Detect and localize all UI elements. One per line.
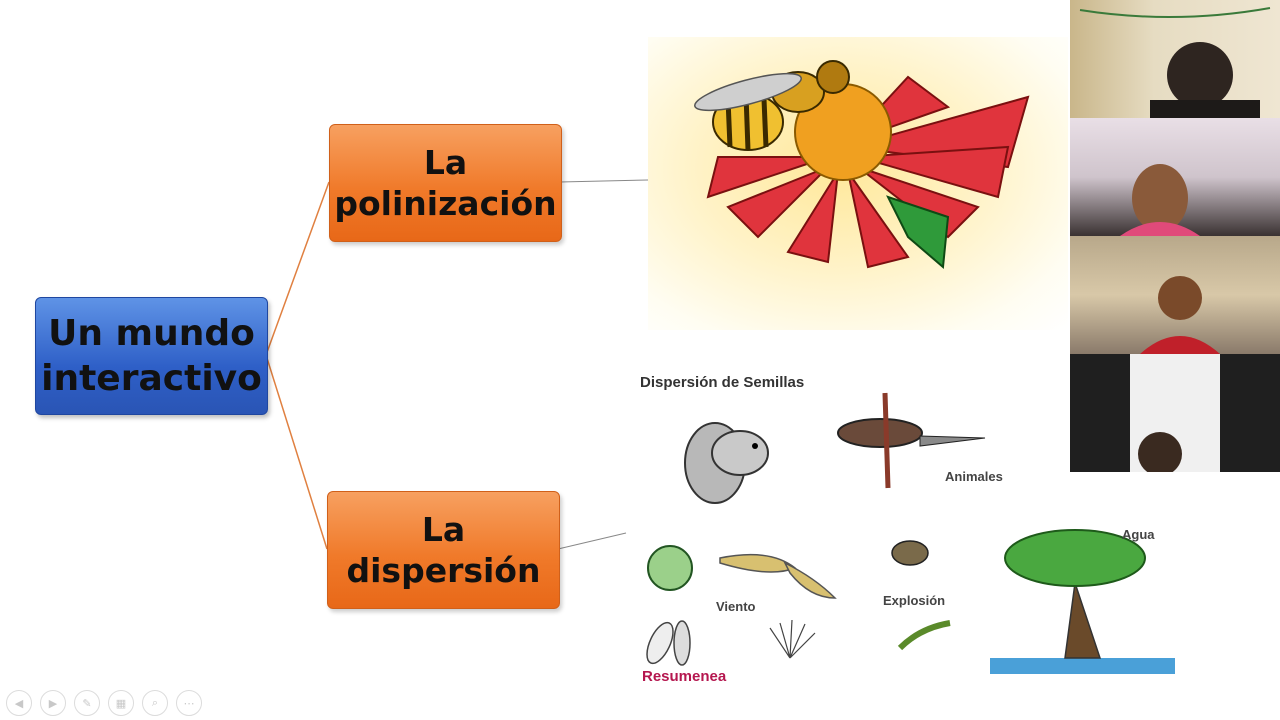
participant-3-silhouette xyxy=(1140,276,1220,354)
connector-image-1 xyxy=(559,179,649,183)
slideshow-toolbar: ◀ ▶ ✎ ▦ ⌕ ⋯ xyxy=(6,690,202,716)
branch-polinizacion-label: La polinización xyxy=(334,142,557,223)
next-slide-icon[interactable]: ▶ xyxy=(40,690,66,716)
branch-polinizacion: La polinización xyxy=(329,124,562,242)
participant-video-2[interactable] xyxy=(1070,118,1280,236)
label-viento: Viento xyxy=(716,599,756,614)
central-node-label: Un mundo interactivo xyxy=(41,313,262,399)
label-explosion: Explosión xyxy=(883,593,946,608)
resumenea-logo: Resumenea xyxy=(642,668,727,685)
bee-on-flower-illustration xyxy=(694,60,1030,270)
participant-2-silhouette xyxy=(1120,164,1200,236)
participant-video-4[interactable] xyxy=(1070,354,1280,472)
connector-polinizacion xyxy=(265,181,330,356)
connector-image-2 xyxy=(557,532,627,550)
participant-4-silhouette xyxy=(1130,354,1220,472)
pen-icon[interactable]: ✎ xyxy=(74,690,100,716)
participant-video-1[interactable] xyxy=(1070,0,1280,118)
pollination-image xyxy=(648,37,1068,330)
branch-dispersion-label: La dispersión xyxy=(346,509,541,590)
seed-dispersion-drawings xyxy=(646,392,1175,674)
slides-grid-icon[interactable]: ▦ xyxy=(108,690,134,716)
central-node: Un mundo interactivo xyxy=(35,297,268,415)
prev-slide-icon[interactable]: ◀ xyxy=(6,690,32,716)
zoom-icon[interactable]: ⌕ xyxy=(142,690,168,716)
participant-1-silhouette xyxy=(1079,7,1271,118)
participant-video-3[interactable] xyxy=(1070,236,1280,354)
label-animales: Animales xyxy=(945,469,1003,484)
label-agua: Agua xyxy=(1122,527,1155,542)
branch-dispersion: La dispersión xyxy=(327,491,560,609)
connector-dispersion xyxy=(265,354,328,550)
seed-dispersion-title: Dispersión de Semillas xyxy=(640,374,805,391)
more-options-icon[interactable]: ⋯ xyxy=(176,690,202,716)
